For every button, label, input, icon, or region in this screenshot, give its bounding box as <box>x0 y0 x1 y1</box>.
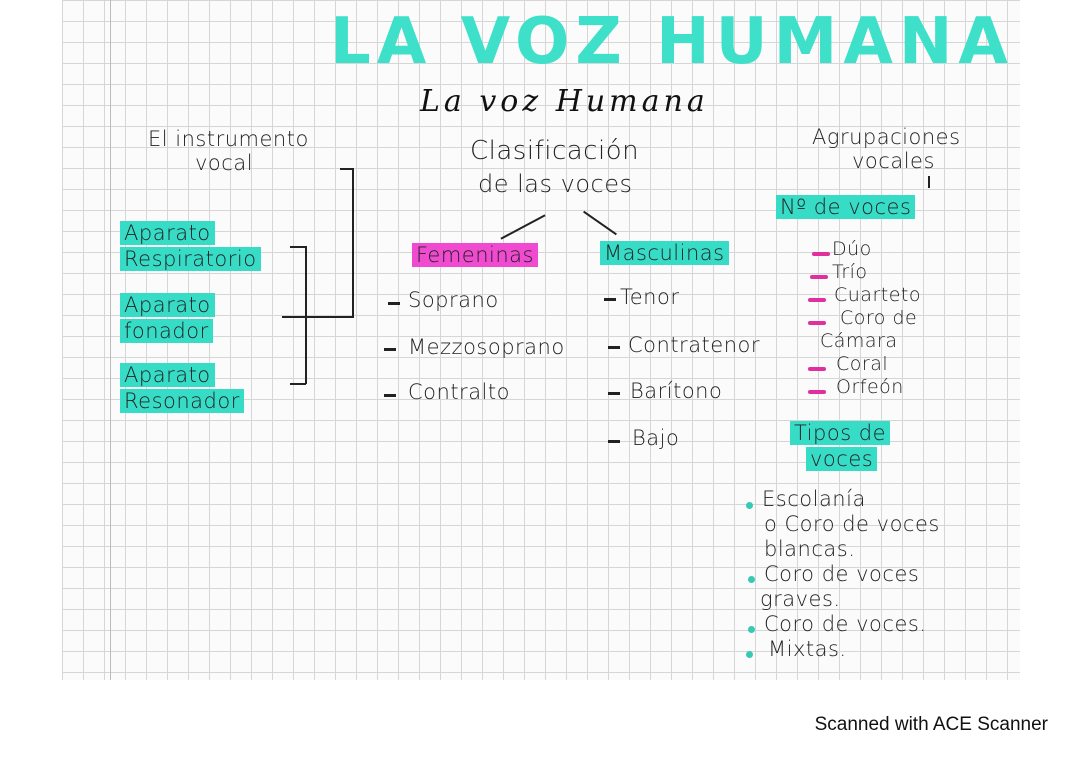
right-heading-2: vocales <box>852 149 935 173</box>
item-fonador-1: Aparato <box>120 293 215 317</box>
group-item: Coro de <box>840 307 918 329</box>
masculine-item: Bajo <box>632 426 680 450</box>
dash <box>384 394 396 397</box>
feminine-item: Contralto <box>408 380 510 404</box>
type-item: blancas. <box>764 537 856 561</box>
bracket <box>340 168 354 170</box>
dash <box>604 298 616 301</box>
types-label-1: Tipos de <box>790 421 891 445</box>
pink-dash <box>808 390 826 394</box>
item-respiratorio-2: Respiratorio <box>120 247 261 271</box>
item-respiratorio-1: Aparato <box>120 221 215 245</box>
dash <box>384 348 396 351</box>
pink-dash <box>808 367 826 371</box>
title-highlight: LA VOZ HUMANA <box>330 5 1014 79</box>
bracket <box>352 168 354 318</box>
bracket <box>290 246 306 248</box>
masculine-item: Barítono <box>630 379 723 403</box>
notebook-page <box>62 0 1020 680</box>
title-script: La voz Humana <box>420 84 709 119</box>
feminine-item: Mezzosoprano <box>408 335 565 359</box>
type-item: Coro de voces <box>764 562 920 586</box>
pink-dash <box>810 275 828 279</box>
count-label: Nº de voces <box>776 195 916 219</box>
center-heading-2: de las voces <box>478 170 633 198</box>
types-label-2: voces <box>806 447 878 471</box>
masculine-label: Masculinas <box>600 241 729 265</box>
center-heading-1: Clasificación <box>470 136 640 166</box>
masculine-item: Tenor <box>620 285 680 309</box>
bracket <box>282 316 354 318</box>
bullet <box>748 626 755 633</box>
bullet <box>748 576 755 583</box>
type-item: graves. <box>760 587 841 611</box>
feminine-label: Femeninas <box>412 243 538 267</box>
dash <box>608 346 620 349</box>
bracket <box>290 383 306 385</box>
margin-line <box>110 0 111 680</box>
type-item: Coro de voces. <box>764 612 927 636</box>
group-item: Trío <box>832 261 868 283</box>
pink-dash <box>808 321 826 325</box>
left-heading-2: vocal <box>195 151 254 175</box>
group-item: Orfeón <box>836 376 904 398</box>
pink-dash <box>808 298 826 302</box>
dash <box>608 440 620 443</box>
item-resonador-2: Resonador <box>120 389 244 413</box>
feminine-item: Soprano <box>408 288 499 312</box>
right-heading-1: Agrupaciones <box>812 125 961 149</box>
item-resonador-1: Aparato <box>120 363 215 387</box>
type-item: Mixtas. <box>768 637 847 661</box>
connector <box>928 176 930 188</box>
item-fonador-2: fonador <box>120 319 213 343</box>
left-heading-1: El instrumento <box>148 127 309 151</box>
group-item: Coral <box>836 353 889 375</box>
group-item: Cuarteto <box>834 284 921 306</box>
masculine-item: Contratenor <box>628 333 761 357</box>
pink-dash <box>812 252 830 256</box>
dash <box>608 392 620 395</box>
dash <box>388 302 400 305</box>
type-item: o Coro de voces <box>764 512 940 536</box>
group-item: Dúo <box>832 238 872 260</box>
bullet <box>746 502 753 509</box>
bullet <box>746 651 753 658</box>
group-item: Cámara <box>820 330 898 352</box>
scanner-watermark: Scanned with ACE Scanner <box>814 714 1048 735</box>
type-item: Escolanía <box>762 487 866 511</box>
bracket <box>305 246 307 384</box>
